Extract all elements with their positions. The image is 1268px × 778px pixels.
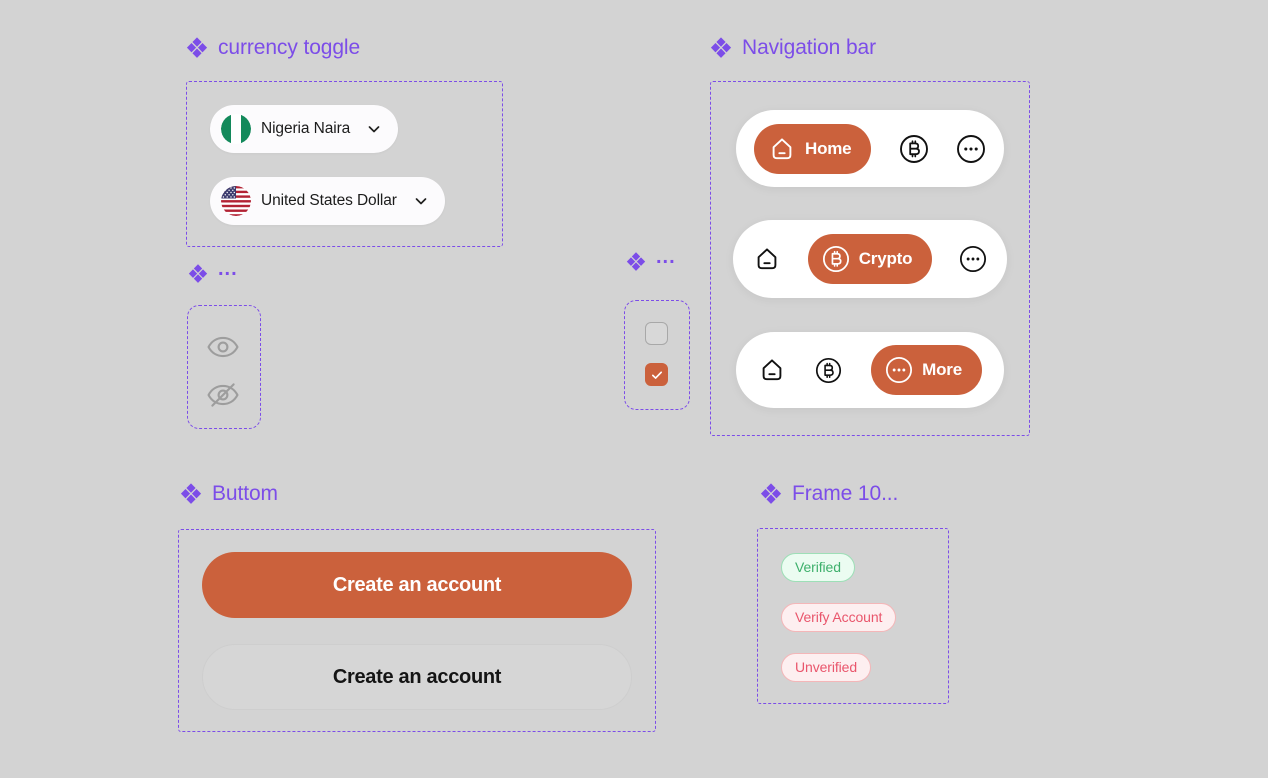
nav-item-label: Crypto (858, 249, 913, 268)
status-badge-verified: Verified (781, 553, 855, 582)
usa-flag-icon (221, 186, 251, 216)
currency-name: United States Dollar (261, 192, 397, 209)
section-label-checkbox-group[interactable]: ... (626, 247, 676, 271)
home-icon (757, 248, 777, 270)
nav-item-more[interactable] (959, 245, 987, 273)
nav-item-more[interactable] (956, 134, 986, 164)
nigeria-flag-icon (221, 114, 251, 144)
nav-item-label: Home (805, 138, 852, 158)
frame-checkbox-group (624, 300, 690, 410)
nav-item-crypto[interactable]: Crypto (807, 234, 933, 284)
section-label-text: Frame 10... (792, 481, 899, 505)
navbar-home-active[interactable]: Home (736, 110, 1004, 187)
eye-off-icon[interactable] (206, 378, 240, 412)
eye-icon-group (206, 330, 240, 412)
section-label-text: ... (656, 246, 676, 268)
chevron-down-icon[interactable] (366, 121, 382, 137)
frame-badges (757, 528, 949, 704)
frame-currency-toggle (186, 81, 503, 247)
checkbox-group (645, 322, 668, 386)
figma-component-diamond-icon (188, 264, 208, 283)
figma-component-diamond-icon (760, 483, 782, 504)
nav-item-crypto[interactable] (815, 357, 842, 384)
more-icon (886, 356, 913, 384)
frame-eye-group (187, 305, 261, 429)
checkbox-checked[interactable] (645, 363, 668, 386)
nav-item-home[interactable] (753, 245, 781, 273)
section-label-eye-group[interactable]: ... (188, 259, 238, 283)
status-badge-verify-account[interactable]: Verify Account (781, 603, 897, 632)
nav-item-more[interactable]: More (871, 345, 982, 395)
checkbox-unchecked[interactable] (645, 322, 668, 345)
section-label-navigation-bar[interactable]: Navigation bar (710, 36, 876, 58)
figma-component-diamond-icon (626, 252, 646, 271)
section-label-text: currency toggle (218, 35, 361, 59)
figma-component-diamond-icon (710, 37, 732, 58)
section-label-currency-toggle[interactable]: currency toggle (186, 36, 360, 58)
section-label-frame10[interactable]: Frame 10... (760, 482, 898, 504)
section-label-text: ... (218, 258, 238, 280)
section-label-text: Buttom (212, 481, 278, 505)
home-icon (762, 359, 782, 381)
chevron-down-icon[interactable] (413, 193, 429, 209)
nav-item-home[interactable]: Home (754, 123, 872, 174)
more-icon (959, 245, 987, 273)
create-account-primary-button[interactable]: Create an account (202, 552, 632, 618)
bitcoin-icon (899, 134, 928, 163)
figma-component-diamond-icon (186, 37, 208, 58)
eye-icon[interactable] (206, 330, 240, 364)
bitcoin-icon (816, 357, 842, 383)
nav-item-home[interactable] (758, 356, 786, 384)
navbar-crypto-active[interactable]: Crypto (733, 220, 1007, 298)
check-icon (651, 370, 662, 379)
currency-name: Nigeria Naira (261, 120, 351, 137)
nav-item-crypto[interactable] (899, 134, 929, 164)
frame-navigation-bar (710, 81, 1030, 436)
frame-buttons (178, 529, 656, 732)
section-label-text: Navigation bar (742, 35, 877, 59)
currency-option-united-states-dollar[interactable]: United States Dollar (210, 177, 445, 225)
navbar-more-active[interactable]: More (736, 332, 1004, 408)
currency-option-nigeria-naira[interactable]: Nigeria Naira (210, 105, 399, 153)
home-icon (772, 137, 792, 159)
status-badge-unverified: Unverified (781, 653, 872, 682)
nav-item-label: More (922, 360, 962, 379)
figma-component-diamond-icon (180, 483, 202, 504)
create-account-secondary-button[interactable]: Create an account (202, 644, 632, 710)
section-label-button[interactable]: Buttom (180, 482, 278, 504)
bitcoin-icon (822, 245, 849, 273)
more-icon (957, 134, 985, 163)
